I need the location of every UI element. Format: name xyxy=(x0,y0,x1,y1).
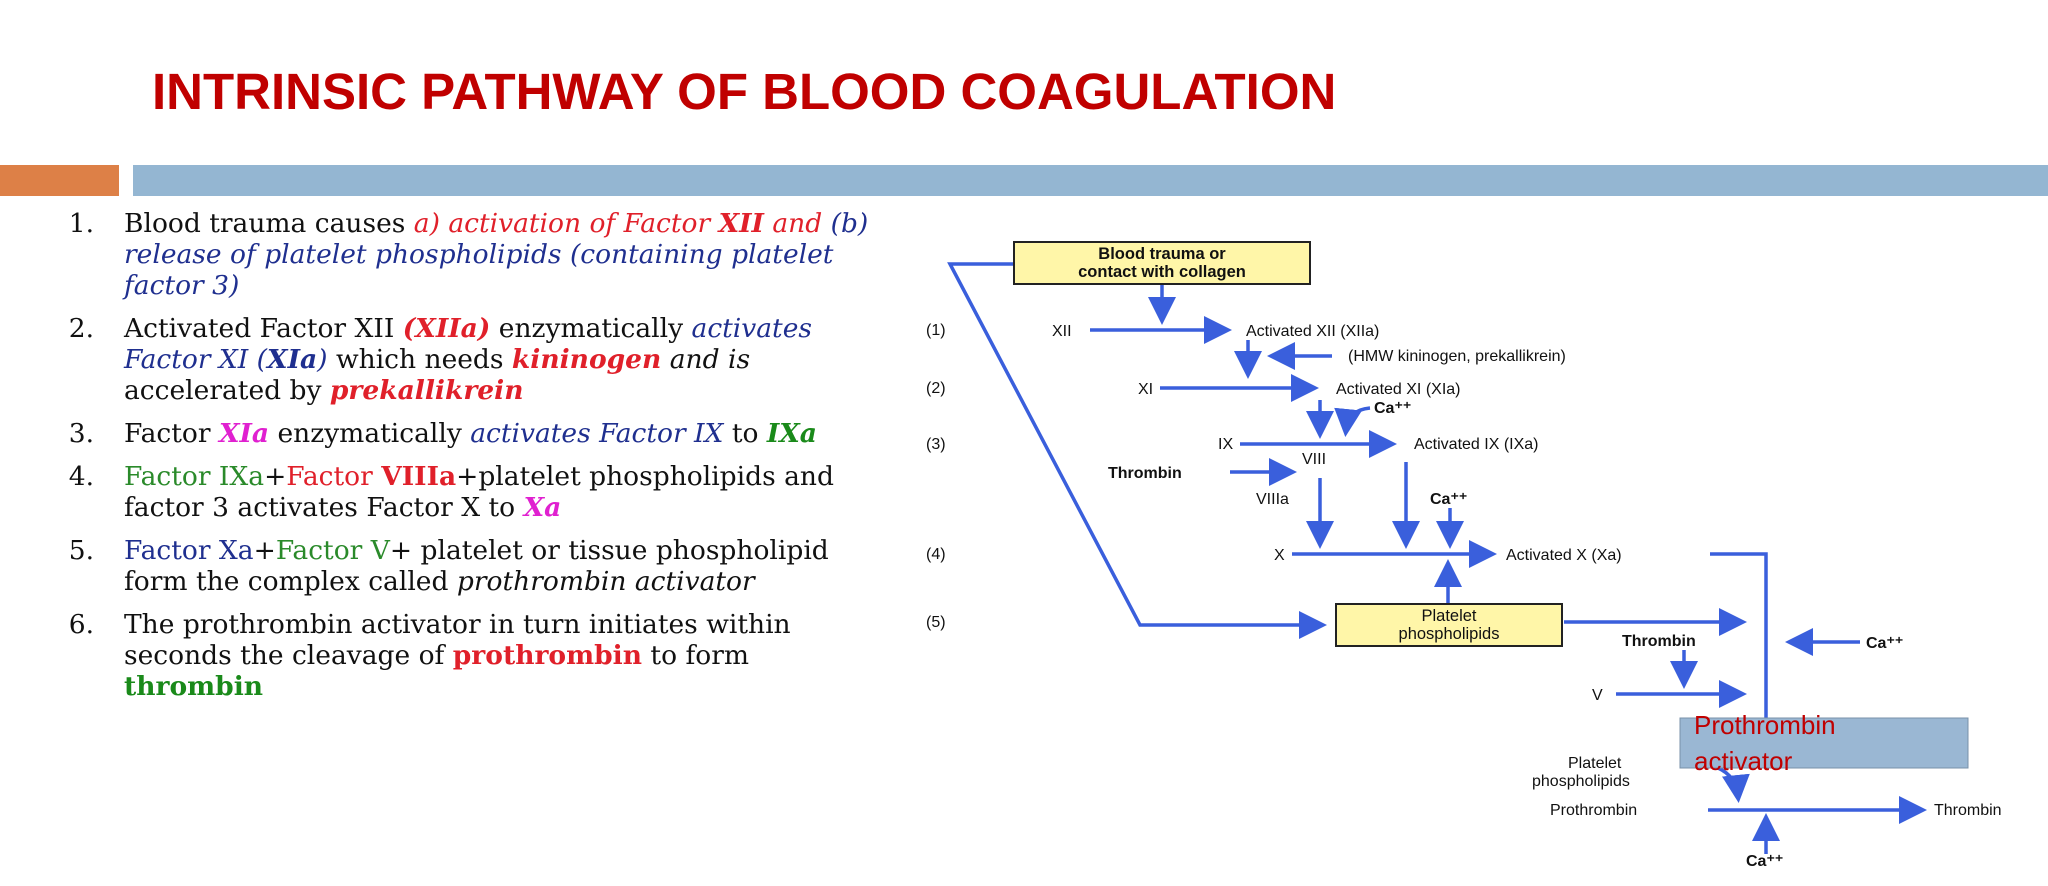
label-activated-ix: Activated IX (IXa) xyxy=(1414,436,1539,453)
slide-title: INTRINSIC PATHWAY OF BLOOD COAGULATION xyxy=(152,63,1337,120)
step-number: 2. xyxy=(68,313,94,344)
step-text: thrombin xyxy=(124,671,264,702)
trauma-box-line2: contact with collagen xyxy=(1078,263,1246,281)
label-viii: VIII xyxy=(1302,451,1326,468)
step-text: XIa xyxy=(218,418,270,449)
label-thrombin1: Thrombin xyxy=(1108,465,1182,482)
step-text: prekallikrein xyxy=(329,375,524,406)
label-activated-xii: Activated XII (XIIa) xyxy=(1246,323,1379,340)
prothrombin-activator-line2: activator xyxy=(1694,746,1793,776)
step-text: + xyxy=(253,535,276,566)
label-ix: IX xyxy=(1218,436,1233,453)
step-text: enzymatically xyxy=(269,418,471,449)
step-item: 5. Factor Xa+Factor V+ platelet or tissue… xyxy=(60,535,880,597)
label-v: V xyxy=(1592,687,1603,704)
step-text: ) xyxy=(317,344,328,375)
step-text: XIa xyxy=(267,344,318,375)
step-label-2: (2) xyxy=(926,380,946,397)
step-text: VIIIa xyxy=(381,461,457,492)
label-prothrombin: Prothrombin xyxy=(1550,802,1637,819)
prothrombin-activator-line1: Prothrombin xyxy=(1694,710,1836,740)
step-text: Factor IXa xyxy=(124,461,265,492)
step-text: accelerated by xyxy=(124,375,330,406)
arrow-trauma-platelet xyxy=(947,262,1327,639)
trauma-box-line1: Blood trauma or xyxy=(1098,245,1226,263)
step-number: 6. xyxy=(68,609,94,640)
label-thrombin2: Thrombin xyxy=(1622,633,1696,650)
label-xi: XI xyxy=(1138,381,1153,398)
accent-bar-blue xyxy=(133,165,2048,196)
prothrombin-activator-box xyxy=(1679,717,1969,769)
steps-list: 1. Blood trauma causes a) activation of F… xyxy=(60,208,880,714)
step-text: activates Factor IX xyxy=(470,418,724,449)
label-ca2: Ca⁺⁺ xyxy=(1430,491,1467,508)
platelet-box xyxy=(1335,603,1563,647)
step-text: Blood trauma causes xyxy=(124,208,414,239)
step-text: Xa xyxy=(523,492,562,523)
label-platelet2-line2: phospholipids xyxy=(1532,773,1630,790)
step-label-3: (3) xyxy=(926,436,946,453)
step-text: Factor xyxy=(286,461,382,492)
step-item: 3. Factor XIa enzymatically activates Fac… xyxy=(60,418,880,449)
label-xii: XII xyxy=(1052,323,1072,340)
arrow-xa-activator xyxy=(1710,552,1780,755)
step-text: prothrombin xyxy=(452,640,642,671)
step-text: (XIIa) xyxy=(402,313,491,344)
label-ca1: Ca⁺⁺ xyxy=(1374,400,1411,417)
trauma-box xyxy=(1013,241,1311,285)
step-text: to form xyxy=(642,640,750,671)
coagulation-diagram: Blood trauma or contact with collagen Pl… xyxy=(926,241,2002,870)
step-item: 4. Factor IXa+Factor VIIIa+platelet phosp… xyxy=(60,461,880,523)
step-text: and is xyxy=(661,344,751,375)
step-text: Activated Factor XII xyxy=(124,313,403,344)
label-ca3: Ca⁺⁺ xyxy=(1866,635,1903,652)
label-thrombin3: Thrombin xyxy=(1934,802,2002,819)
step-number: 5. xyxy=(68,535,94,566)
step-text: (b) release of platelet phospholipids (c… xyxy=(124,208,869,301)
platelet-box-line2: phospholipids xyxy=(1399,625,1500,643)
step-text: and xyxy=(763,208,831,239)
step-text: IXa xyxy=(766,418,817,449)
accent-bar-orange xyxy=(0,165,119,196)
step-item: 6. The prothrombin activator in turn init… xyxy=(60,609,880,702)
step-number: 3. xyxy=(68,418,94,449)
step-text: Factor xyxy=(124,418,219,449)
step-text: Factor Xa xyxy=(124,535,254,566)
step-text: to xyxy=(723,418,767,449)
step-item: 2. Activated Factor XII (XIIa) enzymatica… xyxy=(60,313,880,406)
step-text: enzymatically xyxy=(490,313,692,344)
step-text: + xyxy=(264,461,287,492)
step-text: +platelet phospholipids and factor 3 act… xyxy=(124,461,834,523)
step-label-5: (5) xyxy=(926,614,946,631)
label-activated-x: Activated X (Xa) xyxy=(1506,547,1622,564)
step-text: The prothrombin activator in turn initia… xyxy=(124,609,791,671)
label-hmw: (HMW kininogen, prekallikrein) xyxy=(1348,348,1566,365)
platelet-box-line1: Platelet xyxy=(1421,607,1476,625)
label-viiia: VIIIa xyxy=(1256,491,1289,508)
label-x: X xyxy=(1274,547,1285,564)
step-text: kininogen xyxy=(511,344,662,375)
step-text: activates Factor XI ( xyxy=(124,313,812,375)
step-text: which needs xyxy=(327,344,512,375)
step-item: 1. Blood trauma causes a) activation of F… xyxy=(60,208,880,301)
step-text: a) activation of Factor xyxy=(413,208,719,239)
step-number: 1. xyxy=(68,208,94,239)
step-number: 4. xyxy=(68,461,94,492)
step-text: + platelet or tissue phospholipid form t… xyxy=(124,535,829,597)
arrow-platelet2 xyxy=(1717,766,1750,803)
arrow-ca1 xyxy=(1334,406,1371,437)
step-label-4: (4) xyxy=(926,546,946,563)
step-text: Factor V xyxy=(275,535,390,566)
step-text: prothrombin activator xyxy=(456,566,755,597)
step-text: XII xyxy=(718,208,764,239)
label-ca4: Ca⁺⁺ xyxy=(1746,853,1783,870)
label-activated-xi: Activated XI (XIa) xyxy=(1336,381,1461,398)
step-label-1: (1) xyxy=(926,322,946,339)
label-platelet2-line1: Platelet xyxy=(1568,755,1622,772)
